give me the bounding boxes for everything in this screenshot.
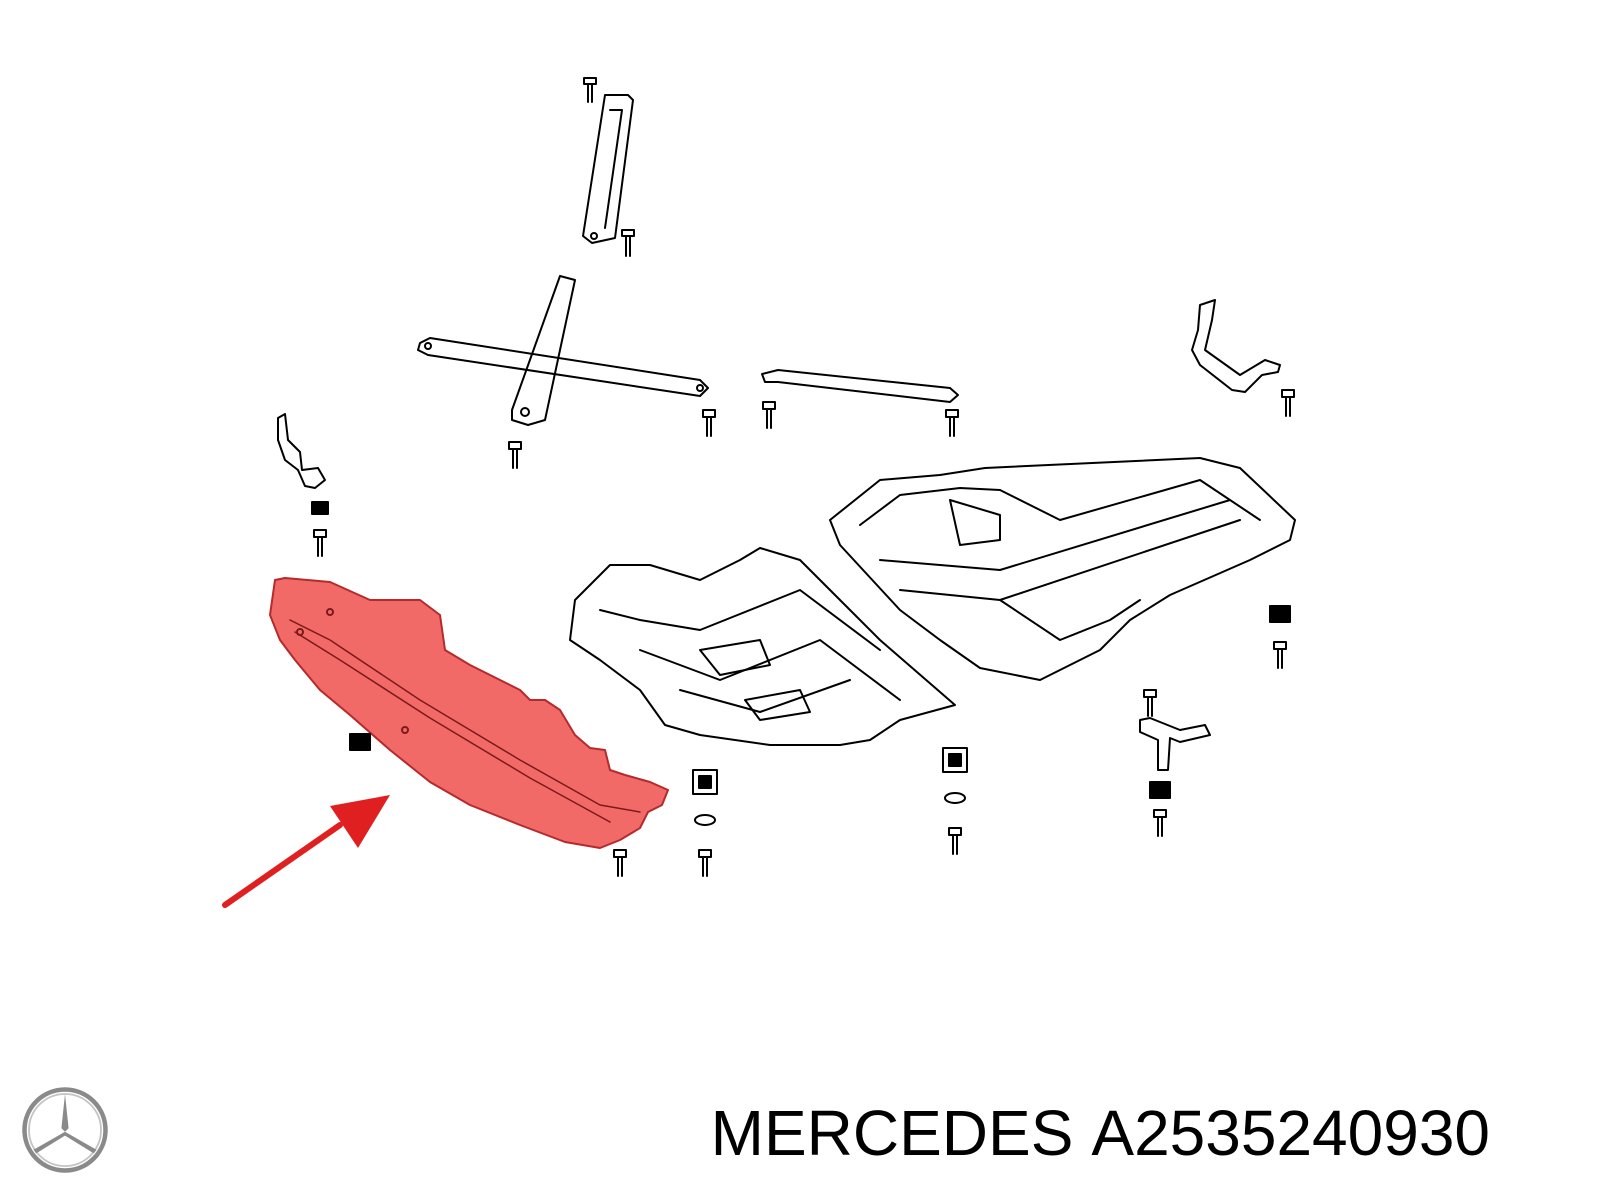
clip-nut [692,769,718,795]
bolt [698,849,712,877]
clip-nut [1149,781,1171,799]
left-mount-bracket [277,413,326,489]
washer [944,792,966,804]
clip-nut [311,501,329,515]
upper-strut-bracket [582,94,634,244]
cross-brace [417,275,709,426]
clip-nut [942,747,968,773]
pointer-arrow-icon [222,795,390,908]
clip-nut [1269,605,1291,623]
bolt [1281,389,1295,417]
right-mount-bracket [1191,299,1281,393]
engine-underbody-panel [569,547,956,746]
bolt [613,849,627,877]
bolt [621,229,635,257]
bolt [508,441,522,469]
rear-cross-brace [761,369,959,403]
bolt [945,409,959,437]
bolt [1273,641,1287,669]
bolt [702,409,716,437]
bolt [948,827,962,855]
mercedes-star-icon [22,1087,108,1173]
part-number-label: A2535240930 [1091,1097,1490,1169]
rear-underbody-panel [829,457,1296,681]
brand-label: MERCEDES [710,1097,1074,1169]
bolt [1153,809,1167,837]
rear-mount-bracket [1139,717,1211,771]
bolt [313,529,327,557]
clip-nut [349,733,371,751]
washer [694,814,716,826]
front-engine-splash-shield-highlighted [269,577,669,849]
bolt [583,77,597,103]
bolt [762,401,776,429]
bolt [1143,689,1157,717]
